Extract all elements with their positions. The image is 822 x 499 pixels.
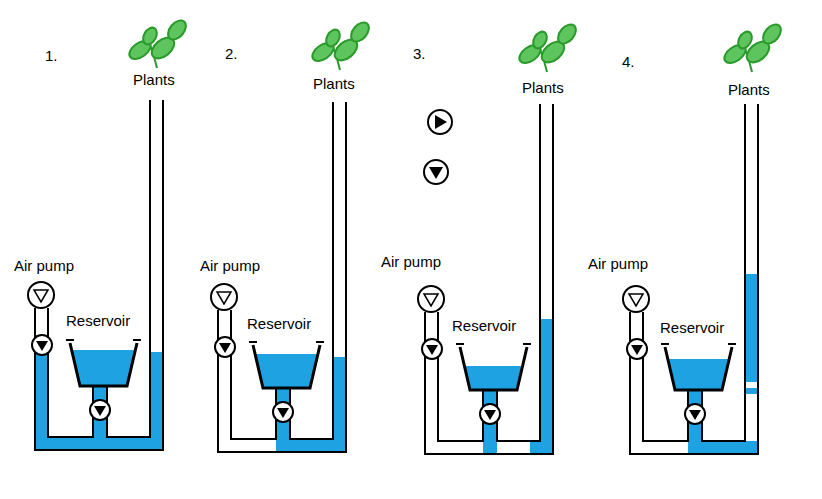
panel-number: 3. <box>413 46 426 63</box>
air-pump-label: Air pump <box>14 258 74 275</box>
reservoir-label: Reservoir <box>66 313 130 330</box>
plants-label: Plants <box>313 76 355 93</box>
plants-label: Plants <box>522 80 564 97</box>
panel-number: 1. <box>45 48 58 65</box>
air-pump-label: Air pump <box>200 258 260 275</box>
plants-label: Plants <box>133 72 175 89</box>
plants-label: Plants <box>728 82 770 99</box>
panel-number: 4. <box>622 54 635 71</box>
air-pump-label: Air pump <box>588 256 648 273</box>
panel-number: 2. <box>225 46 238 63</box>
air-pump-label: Air pump <box>381 254 441 271</box>
reservoir-label: Reservoir <box>660 320 724 337</box>
reservoir-label: Reservoir <box>452 318 516 335</box>
reservoir-label: Reservoir <box>247 316 311 333</box>
